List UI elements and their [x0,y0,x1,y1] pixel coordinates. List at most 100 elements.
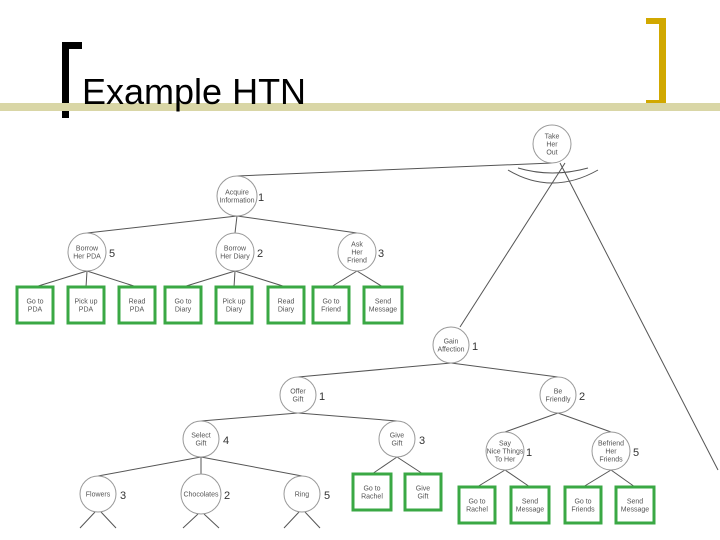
action-box-go_to_friend [311,285,351,325]
slide-title: Example HTN [82,71,307,112]
edge-say_nice-send_message_2 [504,469,531,488]
task-node-ring [283,475,321,513]
task-node-give_gift [378,420,416,458]
edge-select_gift-flowers [97,456,202,477]
task-node-acquire_information [216,175,258,217]
task-node-flowers [79,475,117,513]
diagram-edges [34,162,719,529]
task-node-select_gift [182,420,220,458]
action-box-pick_up_pda [66,285,106,325]
edge-befriend_friends-go_to_friends [582,469,612,488]
edge-borrow_pda-read_pda [86,270,138,288]
edge-say_nice-go_to_rachel_2 [476,469,506,488]
edge-stub-flowers [79,511,96,529]
edge-be_friendly-say_nice [504,412,559,433]
edge-acquire_information-ask_friend [236,215,358,234]
edge-borrow_pda-go_to_pda [34,270,88,288]
task-node-say_nice [485,431,525,471]
edge-gain_affection-offer_gift [297,362,452,378]
task-node-offer_gift [279,376,317,414]
title-bracket-right-top [646,18,666,24]
task-node-label: Chocolates [183,492,219,499]
task-node-priority: 3 [120,490,126,502]
edge-stub-ring [283,511,300,529]
edge-take_her_out-offscreen [559,162,719,471]
task-node-priority: 5 [633,447,639,459]
task-node-priority: 1 [472,341,478,353]
edge-stub-chocolates [203,513,220,529]
edge-give_gift-go_to_rachel_1 [371,456,398,475]
task-node-take_her_out [532,124,572,164]
task-node-gain_affection [432,326,470,364]
action-box-send_message_3 [614,485,656,525]
edge-ask_friend-go_to_friend [330,270,358,288]
task-node-borrow_pda [67,232,107,272]
action-box-read_diary [266,285,306,325]
action-box-send_message_2 [509,485,551,525]
action-box-go_to_rachel_1 [351,472,393,512]
task-node-priority: 2 [224,490,230,502]
task-node-ask_friend [337,232,377,272]
title-bracket-left-top [62,42,82,49]
task-node-priority: 3 [378,248,384,260]
edge-offer_gift-select_gift [200,412,299,422]
edge-stub-flowers [100,511,117,529]
action-box-send_message_1 [362,285,404,325]
action-box-read_pda [117,285,157,325]
action-box-go_to_friends [563,485,603,525]
action-box-go_to_rachel_2 [457,485,497,525]
task-node-priority: 1 [258,192,264,204]
edge-acquire_information-borrow_diary [234,215,238,234]
action-box-pick_up_diary [214,285,254,325]
and-arc-root-inner [517,167,589,174]
title-bracket-right [659,18,666,106]
task-node-befriend_friends [591,431,631,471]
title-underline-bar [0,103,720,111]
task-node-priority: 1 [319,391,325,403]
task-node-chocolates [180,473,222,515]
edge-borrow_pda-pick_up_pda [85,270,88,288]
task-node-priority: 5 [324,490,330,502]
task-node-borrow_diary [215,232,255,272]
task-node-be_friendly [539,376,577,414]
task-node-priority: 2 [579,391,585,403]
edge-be_friendly-befriend_friends [557,412,612,433]
edge-give_gift-give_gift_action [396,456,424,475]
title-bracket-left [62,42,69,118]
task-node-priority: 1 [526,447,532,459]
task-node-priority: 3 [419,435,425,447]
action-box-go_to_pda [15,285,55,325]
edge-borrow_diary-pick_up_diary [233,270,236,288]
action-box-go_to_diary [163,285,203,325]
edge-stub-chocolates [182,513,199,529]
edge-borrow_diary-read_diary [234,270,287,288]
edge-gain_affection-be_friendly [450,362,559,378]
task-node-priority: 2 [257,248,263,260]
task-node-label: Ring [295,492,310,499]
